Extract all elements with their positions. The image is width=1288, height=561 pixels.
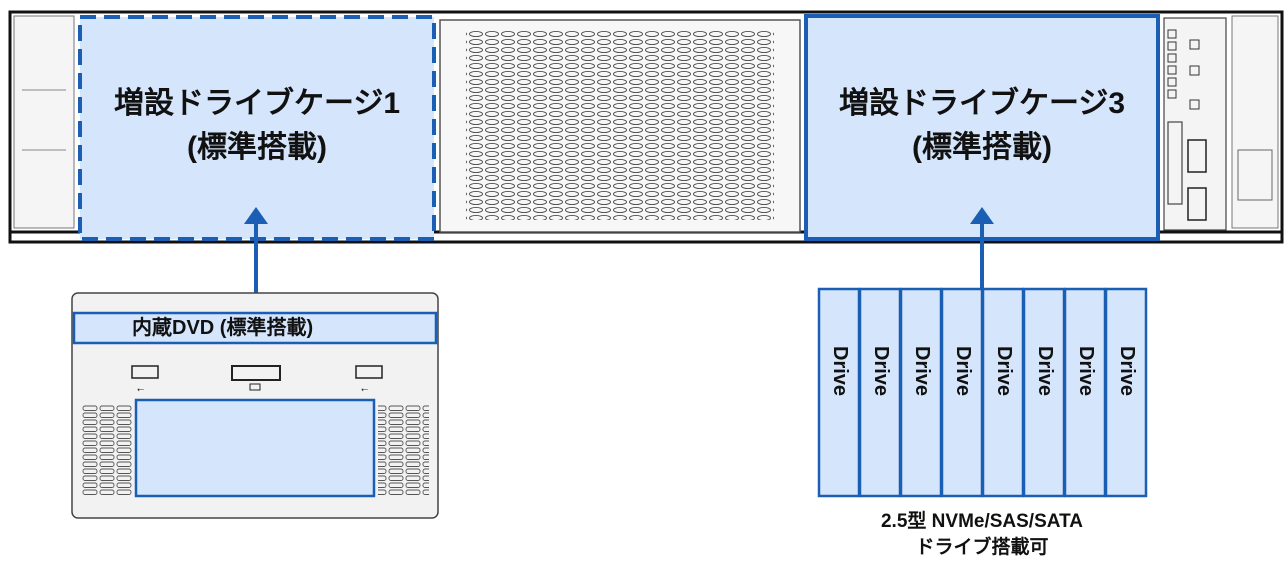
display-port-icon <box>231 365 281 381</box>
cage-3-label: 増設ドライブケージ3 (標準搭載) <box>806 82 1158 170</box>
drive-label: Drive <box>1116 346 1138 397</box>
cage-3-subtitle: (標準搭載) <box>912 131 1052 164</box>
drive-caption: 2.5型 NVMe/SAS/SATA ドライブ搭載可 <box>832 509 1132 561</box>
cage-1-title: 増設ドライブケージ1 <box>113 87 401 120</box>
drive-cage-3 <box>804 14 1160 241</box>
drive-label: Drive <box>993 346 1015 397</box>
drive-label: Drive <box>911 346 933 397</box>
dvd-drive-module: ⭠ ⭠ <box>71 292 439 519</box>
arrow-drives-to-cage3 <box>970 207 994 288</box>
drive-caption-line2: ドライブ搭載可 <box>915 537 1049 558</box>
usb-port-icon <box>131 365 159 379</box>
cage-1-label: 増設ドライブケージ1 (標準搭載) <box>80 82 434 170</box>
drive-caption-line1: 2.5型 NVMe/SAS/SATA <box>880 511 1083 532</box>
drive-cage-1 <box>78 15 436 241</box>
svg-text:⭠: ⭠ <box>137 385 144 395</box>
cage-3-title: 増設ドライブケージ3 <box>838 87 1126 120</box>
drive-slots <box>817 287 1148 498</box>
drive-label: Drive <box>1075 346 1097 397</box>
cage-1-subtitle: (標準搭載) <box>187 131 327 164</box>
perforated-panel <box>439 19 801 233</box>
front-control-panel <box>1163 17 1227 231</box>
optical-drive-bay <box>134 398 376 498</box>
svg-text:⭠: ⭠ <box>361 385 368 395</box>
drive-label: Drive <box>870 346 892 397</box>
drive-label: Drive <box>952 346 974 397</box>
dvd-title: 内蔵DVD (標準搭載) <box>132 317 314 339</box>
drive-label: Drive <box>829 346 851 397</box>
usb-port-icon <box>355 365 383 379</box>
dvd-title-bar <box>72 311 438 345</box>
drive-label: Drive <box>1034 346 1056 397</box>
